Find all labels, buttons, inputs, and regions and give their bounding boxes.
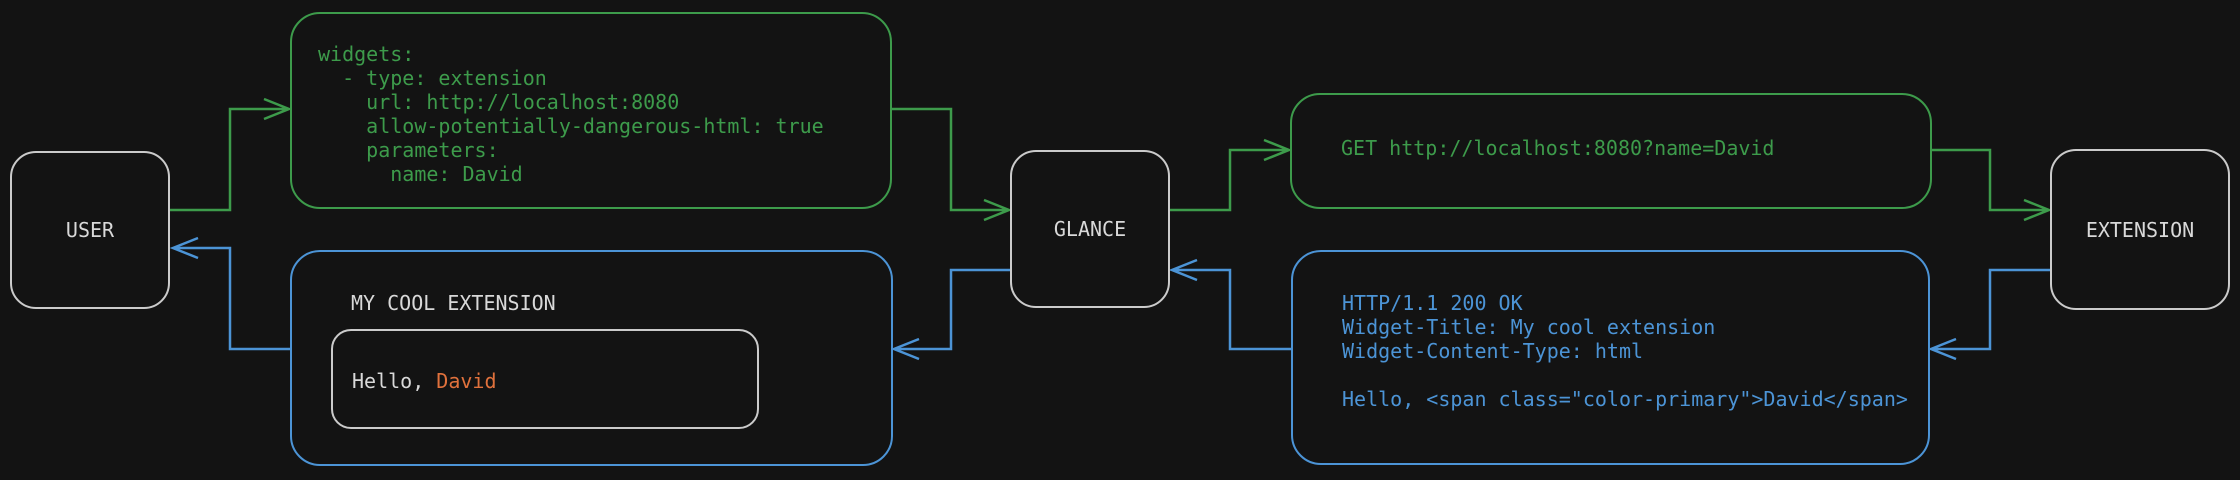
- arrow-response-to-glance: [1168, 258, 1291, 351]
- arrow-extension-to-response: [1927, 268, 2050, 361]
- rendered-widget-content-frame: Hello, David: [331, 329, 759, 429]
- widget-config-code: widgets: - type: extension url: http://l…: [318, 42, 824, 186]
- widget-config-box: widgets: - type: extension url: http://l…: [290, 12, 892, 209]
- arrow-glance-to-request: [1170, 138, 1293, 212]
- extension-node: EXTENSION: [2050, 149, 2230, 310]
- greeting-name: David: [436, 369, 497, 393]
- user-node: USER: [10, 151, 170, 309]
- glance-node-label: GLANCE: [1053, 217, 1127, 241]
- http-response-code: HTTP/1.1 200 OK Widget-Title: My cool ex…: [1342, 291, 1908, 411]
- arrow-user-to-config: [170, 97, 293, 212]
- rendered-widget-greeting: Hello, David: [352, 369, 497, 393]
- http-request-code: GET http://localhost:8080?name=David: [1341, 136, 1775, 160]
- arrow-widget-to-user: [169, 236, 290, 351]
- extension-node-label: EXTENSION: [2085, 217, 2195, 242]
- http-response-box: HTTP/1.1 200 OK Widget-Title: My cool ex…: [1291, 250, 1930, 465]
- http-request-box: GET http://localhost:8080?name=David: [1290, 93, 1932, 209]
- glance-node: GLANCE: [1010, 150, 1170, 308]
- arrow-config-to-glance: [891, 107, 1013, 222]
- rendered-widget-title: MY COOL EXTENSION: [351, 291, 556, 315]
- arrow-glance-to-widget: [890, 268, 1010, 361]
- greeting-prefix: Hello,: [352, 369, 437, 393]
- user-node-label: USER: [65, 218, 115, 242]
- arrow-request-to-extension: [1931, 148, 2053, 222]
- rendered-widget-box: MY COOL EXTENSION Hello, David: [290, 250, 893, 466]
